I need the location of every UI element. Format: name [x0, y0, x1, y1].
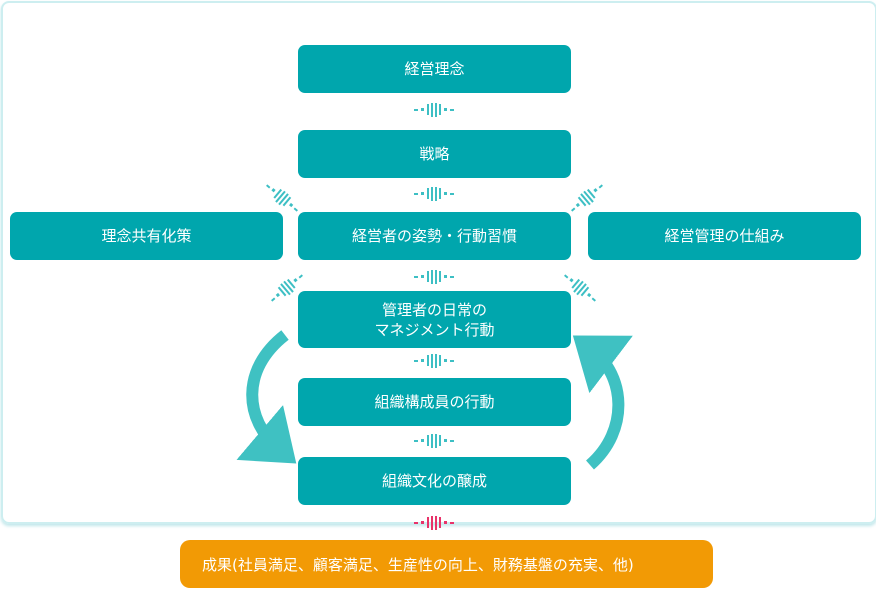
result-box: 成果(社員満足、顧客満足、生産性の向上、財務基盤の充実、他): [180, 540, 713, 588]
connector-arrow-icon: [267, 269, 307, 307]
box-members: 組織構成員の行動: [298, 378, 571, 426]
connector-arrow-icon: [414, 270, 454, 284]
box-executive: 経営者の姿勢・行動習慣: [298, 212, 571, 260]
connector-arrow-icon: [567, 179, 607, 217]
connector-arrow-icon: [414, 187, 454, 201]
box-philosophy: 経営理念: [298, 45, 571, 93]
box-manager: 管理者の日常の マネジメント行動: [298, 291, 571, 348]
connector-arrow-icon: [414, 354, 454, 368]
connector-arrow-icon: [560, 269, 600, 307]
cycle-arrow-right-icon: [572, 335, 633, 470]
result-connector-arrow-icon: [414, 516, 454, 530]
connector-arrow-icon: [414, 434, 454, 448]
box-culture: 組織文化の醸成: [298, 457, 571, 505]
cycle-arrow-left-icon: [236, 330, 297, 464]
box-sharing: 理念共有化策: [10, 212, 283, 260]
box-manager-line2: マネジメント行動: [374, 320, 495, 339]
connector-arrow-icon: [414, 103, 454, 117]
box-manager-line1: 管理者の日常の: [381, 300, 487, 319]
box-management-system: 経営管理の仕組み: [588, 212, 861, 260]
box-strategy: 戦略: [298, 130, 571, 178]
connector-arrow-icon: [262, 179, 302, 217]
